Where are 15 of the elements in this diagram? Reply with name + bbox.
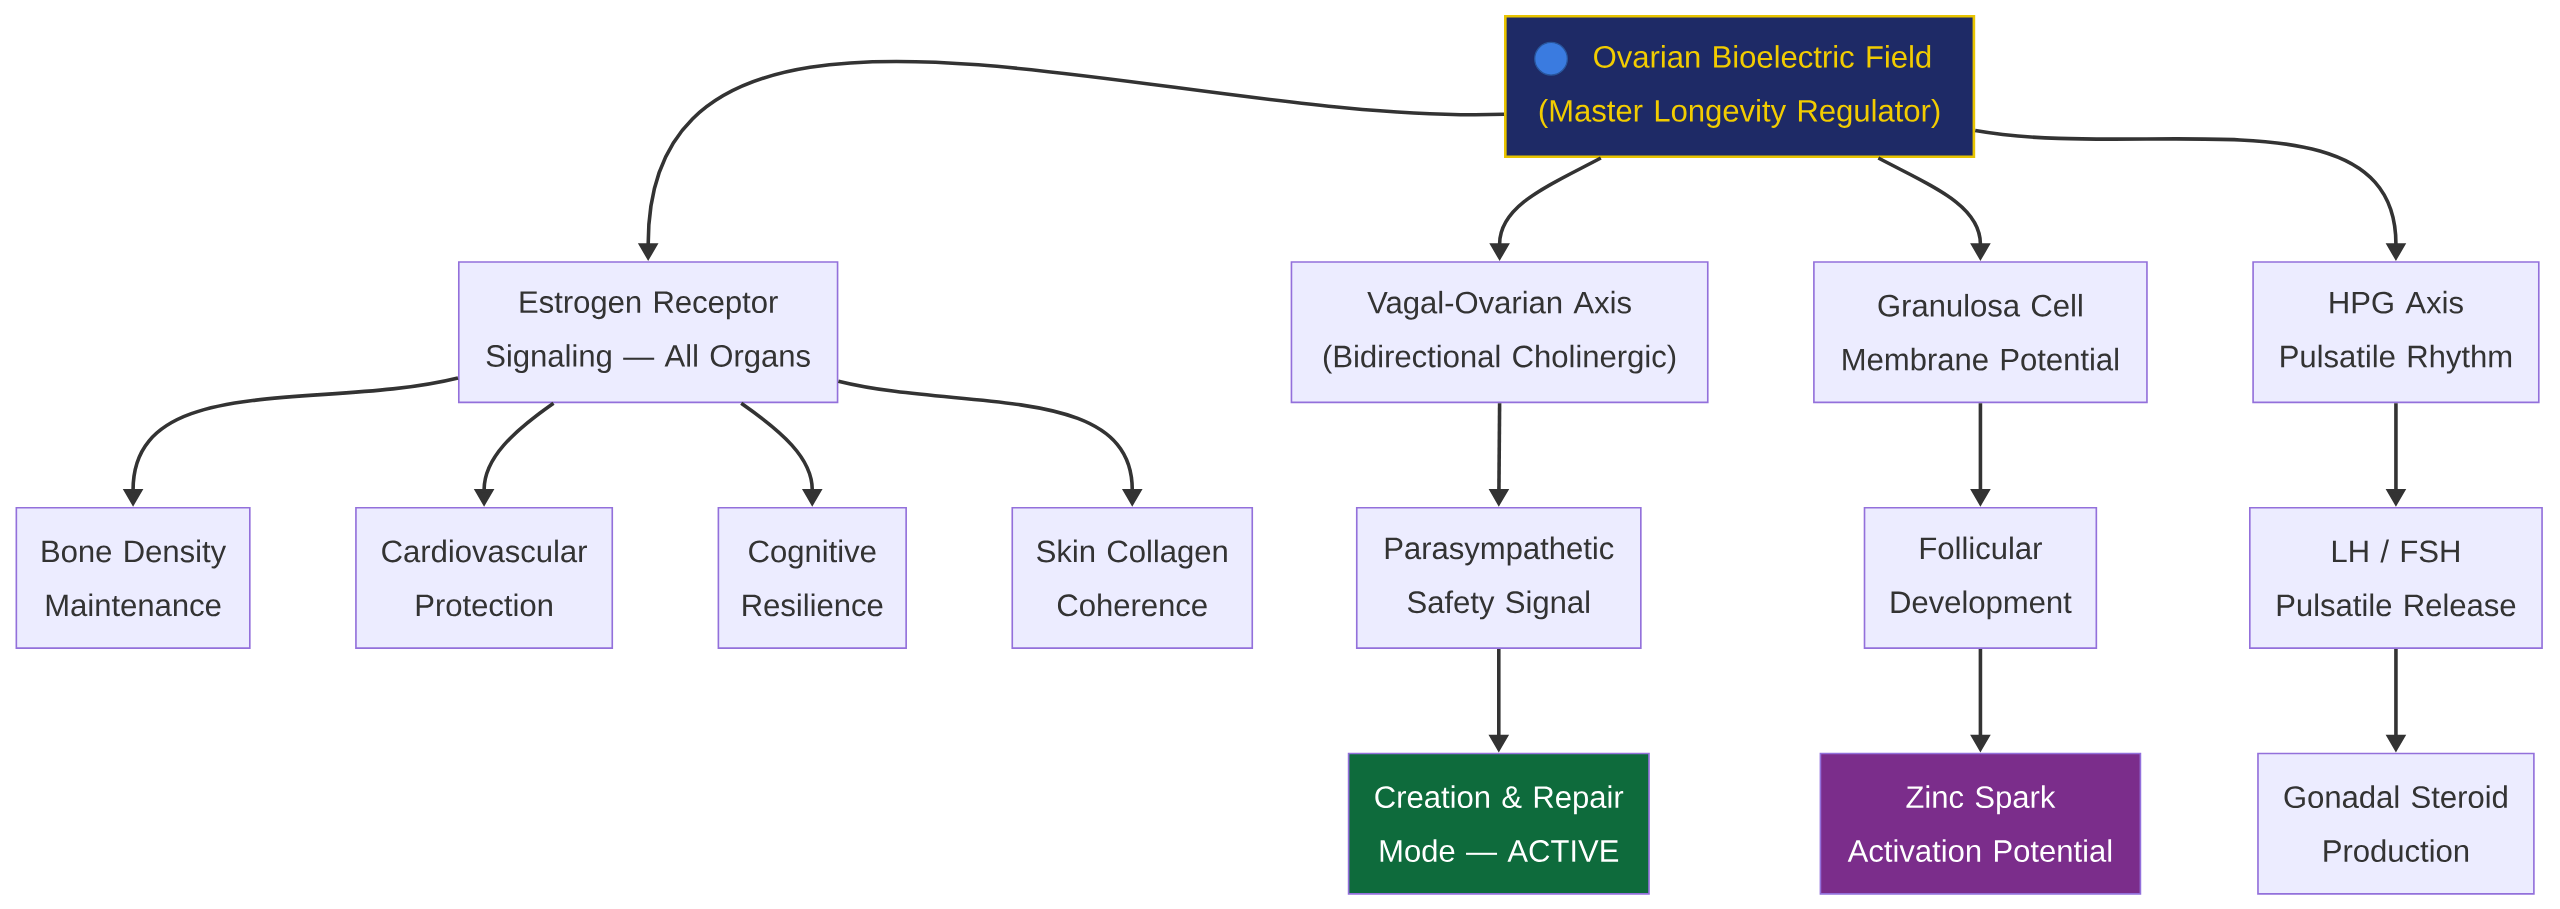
process-box: Skin Collagen Coherence (1011, 506, 1254, 649)
process-box: Creation & Repair Mode — ACTIVE (1347, 752, 1650, 895)
process-box: Vagal-Ovarian Axis (Bidirectional Cholinergic) (1290, 261, 1709, 404)
process-box: Parasympathetic Safety Signal (1355, 506, 1642, 649)
process-box: LH / FSH Pulsatile Release (2249, 506, 2543, 649)
process-box: Zinc Spark Activation Potential (1819, 752, 2142, 895)
process-box: HPG Axis Pulsatile Rhythm (2252, 261, 2540, 404)
process-box: Cardiovascular Protection (355, 506, 614, 649)
process-box: Granulosa Cell Membrane Potential (1813, 261, 2148, 404)
process-box: Gonadal Steroid Production (2257, 752, 2535, 895)
process-box: Bone Density Maintenance (15, 506, 251, 649)
process-box: Cognitive Resilience (717, 506, 907, 649)
process-box: Estrogen Receptor Signaling — All Organs (457, 261, 839, 404)
process-box: Follicular Development (1863, 506, 2098, 649)
title-box: Ovarian Bioelectric Field (Master Longevity Regulator) (1504, 14, 1976, 158)
